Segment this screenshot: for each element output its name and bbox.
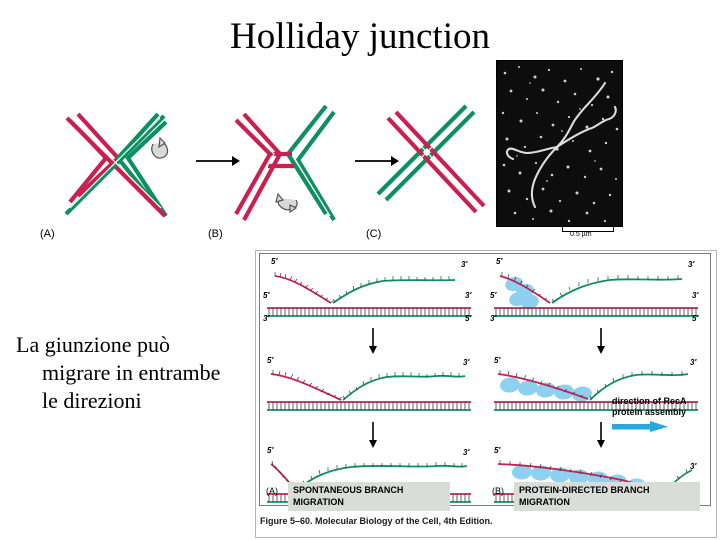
mboc-arrow-b1 <box>597 328 605 354</box>
label-3prime-a1-bot: 3′ <box>263 314 270 323</box>
mboc-panel-caption-a-line2: MIGRATION <box>293 497 344 508</box>
label-3prime-a1-top: 3′ <box>461 260 468 269</box>
hj-c-svg <box>376 104 486 214</box>
holliday-junction-stage-c: (C) <box>366 96 516 240</box>
holliday-junction-stage-b: (B) <box>208 96 358 240</box>
label-3prime-b3: 3′ <box>690 462 697 471</box>
mboc-arrow-a2 <box>369 422 377 448</box>
mboc-figure-frame: 5′ 3′ 5′ 3′ 3′ 5′ <box>259 253 711 512</box>
mboc-branch-migration-figure: 5′ 3′ 5′ 3′ 3′ 5′ <box>255 250 717 538</box>
rotation-icon-upper <box>151 136 169 159</box>
scale-bar-line <box>562 227 614 232</box>
mboc-panel-caption-b-line1: PROTEIN-DIRECTED BRANCH <box>519 485 650 495</box>
label-5prime-a1-top: 5′ <box>271 257 278 266</box>
label-3prime-b1-top: 3′ <box>688 260 695 269</box>
label-5prime-a1-mid: 5′ <box>263 291 270 300</box>
mboc-panel-caption-b: PROTEIN-DIRECTED BRANCH MIGRATION <box>514 482 700 512</box>
label-5prime-b1-top: 5′ <box>496 257 503 266</box>
body-text-block: La giunzione può migrare in entrambe le … <box>16 331 266 415</box>
electron-micrograph <box>496 60 623 227</box>
holliday-junction-stage-a: (A) <box>40 96 190 240</box>
mboc-arrow-a1 <box>369 328 377 354</box>
hj-label-c: (C) <box>366 228 382 240</box>
mboc-panel-caption-a: SPONTANEOUS BRANCH MIGRATION <box>288 482 450 512</box>
holliday-junction-diagram-row: (A) <box>0 96 520 251</box>
rotation-icon-lower <box>275 192 298 214</box>
hj-b-svg <box>234 104 336 222</box>
page-title: Holliday junction <box>230 16 490 57</box>
dna-row-a2: 5′ 3′ <box>265 352 483 420</box>
label-5prime-b3: 5′ <box>494 446 501 455</box>
body-text-line-3: le direzioni <box>42 388 142 414</box>
label-5prime-b1-bot: 5′ <box>692 314 699 323</box>
mboc-arrow-b2 <box>597 422 605 448</box>
reca-direction-arrow-icon <box>612 421 668 432</box>
body-text-line-2: migrare in entrambe <box>42 360 221 386</box>
mboc-panel-caption-b-line2: MIGRATION <box>519 497 570 508</box>
reca-note-line-1: direction of RecA <box>612 396 687 406</box>
micrograph-scale-bar: 0.5 µm <box>562 226 622 242</box>
label-3prime-a1-mid: 3′ <box>465 291 472 300</box>
label-5prime-a3: 5′ <box>267 446 274 455</box>
label-3prime-b2: 3′ <box>690 358 697 367</box>
dna-row-b1: 5′ 3′ 5′ 3′ 3′ 5′ <box>490 257 710 326</box>
label-3prime-b1-bot: 3′ <box>490 314 497 323</box>
hj-a-svg <box>64 112 168 218</box>
scale-bar-label: 0.5 µm <box>570 231 592 238</box>
body-text-line-1: La giunzione può <box>16 332 170 357</box>
reca-note-line-2: protein assembly <box>612 407 687 418</box>
figure-source-caption: Figure 5–60. Molecular Biology of the Ce… <box>260 516 493 526</box>
dna-row-a1: 5′ 3′ 5′ 3′ 3′ 5′ <box>263 257 483 326</box>
mboc-panel-caption-a-line1: SPONTANEOUS BRANCH <box>293 485 404 495</box>
label-5prime-b2: 5′ <box>494 356 501 365</box>
label-5prime-a2: 5′ <box>267 356 274 365</box>
label-3prime-b1-mid: 3′ <box>692 291 699 300</box>
hj-label-a: (A) <box>40 228 55 240</box>
hj-label-b: (B) <box>208 228 223 240</box>
process-arrow-2 <box>355 156 399 166</box>
dna-row-b2: 5′ 3′ <box>492 352 710 420</box>
label-5prime-b1-mid: 5′ <box>490 291 497 300</box>
reca-direction-note: direction of RecA protein assembly <box>612 396 710 419</box>
mboc-panel-tag-b: (B) <box>492 486 504 496</box>
process-arrow-1 <box>196 156 240 166</box>
label-3prime-a3: 3′ <box>463 448 470 457</box>
mboc-panel-tag-a: (A) <box>266 486 278 496</box>
label-5prime-a1-bot: 5′ <box>465 314 472 323</box>
label-3prime-a2: 3′ <box>463 358 470 367</box>
